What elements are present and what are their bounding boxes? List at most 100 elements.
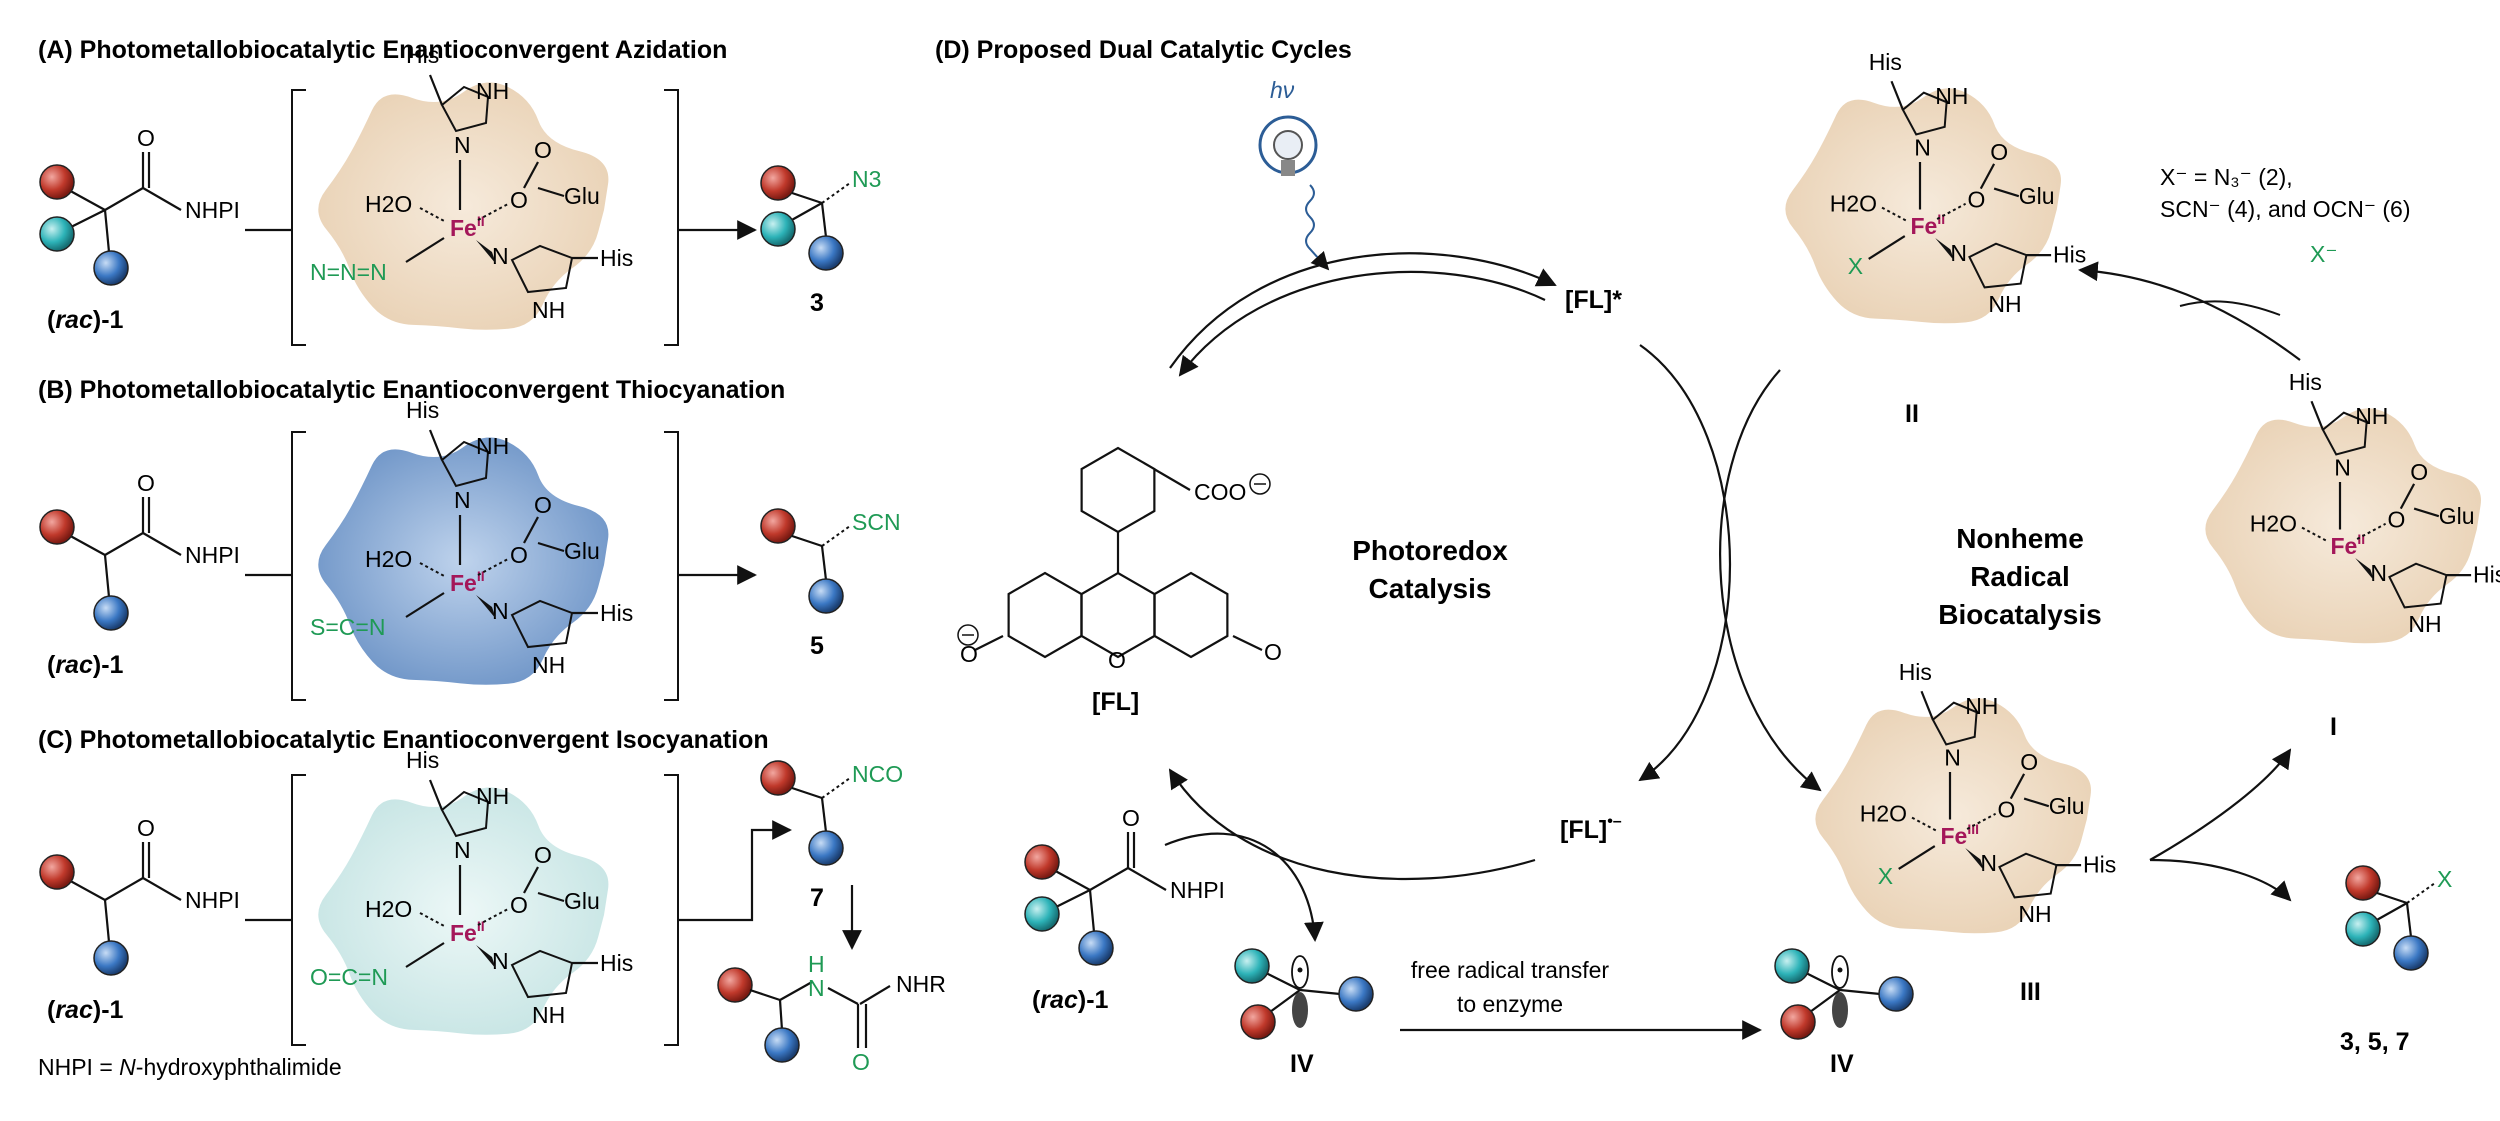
enzyme-a-n-top: N: [454, 132, 471, 158]
enzyme-b-imidazole-top: [440, 440, 490, 488]
substrate-to-radical-arrow: [1164, 832, 1324, 942]
substrate-b-label-rac: rac: [55, 651, 93, 679]
product-b-blue-ball: [808, 578, 844, 614]
substrate-d-label-prefix: (: [1032, 986, 1041, 1014]
footnote-prefix: NHPI =: [38, 1054, 119, 1080]
substrate-a-teal-ball: [39, 216, 75, 252]
urea-n-1: N: [808, 975, 825, 1001]
urea-bond-4: [827, 987, 859, 1005]
substrate-a-red-ball: [39, 164, 75, 200]
enzyme-c-his-top-bond: [428, 779, 444, 811]
enzyme-b-his-top: His: [406, 397, 439, 423]
iii-to-i-arrow: [2149, 748, 2292, 861]
enzyme-c-imidazole-bottom: [510, 949, 574, 999]
enzyme-ii-glu-chain: [1993, 187, 2020, 198]
enzyme-c-imidazole-top: [440, 790, 490, 838]
enzyme-b-his-bottom: His: [600, 600, 633, 626]
radical-cycle-label-3: Biocatalysis: [1938, 599, 2101, 630]
substrate-d-label-rac: rac: [1040, 986, 1078, 1014]
enzyme-iii-h2o: H2O: [1860, 800, 1907, 826]
substrate-c-bond-4: [103, 899, 111, 943]
substrate-c-blue-ball: [93, 940, 129, 976]
footnote-italic: N: [119, 1054, 136, 1080]
radical-free-bond-2: [1299, 988, 1341, 996]
phenolate-bond: [974, 635, 1004, 651]
enzyme-b-nh-top: NH: [476, 433, 509, 459]
enzyme-ii-fe-symbol: Fe: [1911, 213, 1938, 239]
fl-label: [FL]: [1092, 688, 1139, 716]
urea-blue-ball: [764, 1027, 800, 1063]
enzyme-i-glu-o: O: [2388, 507, 2406, 533]
enzyme-c-protein-surface: [318, 787, 609, 1035]
panel-d-title: (D) Proposed Dual Catalytic Cycles: [935, 36, 1352, 64]
substrate-b-bond-4: [103, 554, 111, 598]
product-final-blue-ball: [2393, 935, 2429, 971]
substrate-a-label-prefix: (: [47, 306, 56, 334]
enzyme-c-his-top: His: [406, 747, 439, 773]
enzyme-a-glu-o2: O: [534, 137, 552, 163]
x-definition-1: X⁻ = N₃⁻ (2),: [2160, 164, 2293, 190]
substrate-b-bond-2: [104, 532, 144, 556]
enzyme-b-h2o: H2O: [365, 546, 412, 572]
enzyme-a-ligand: N=N=N: [310, 259, 387, 285]
species-ii-label: II: [1905, 400, 1919, 428]
enzyme-b-wedge-bond: [476, 595, 496, 619]
enzyme-c-his-bottom: His: [600, 950, 633, 976]
enzyme-c-fe-symbol: Fe: [450, 920, 477, 946]
substrate-c-bond-3: [142, 877, 182, 901]
enzyme-i-his-top: His: [2289, 369, 2322, 395]
urea-nhr: NHR: [896, 971, 946, 997]
enzyme-i-glu-chain: [2413, 507, 2440, 518]
enzyme-ii-his-top-bond: [1890, 80, 1904, 111]
enzyme-c-h2o-bond: [419, 912, 447, 928]
radical-free-p-orbital-top: [1291, 955, 1309, 989]
enzyme-b-glu: Glu: [564, 538, 600, 564]
radical-cycle-label-2: Radical: [1970, 561, 2070, 592]
enzyme-b-fe-oxidation: II: [477, 568, 485, 584]
enzyme-c-h2o: H2O: [365, 896, 412, 922]
anion-incoming: [2179, 300, 2281, 316]
substrate-a-oxygen: O: [137, 125, 155, 151]
panel-c-bracket-right: [664, 774, 679, 1046]
radical-bound-bond-2: [1839, 988, 1881, 996]
fl-excited-to-reduced-arrow: [1638, 344, 1732, 782]
enzyme-b-ligand: S=C=N: [310, 614, 385, 640]
enzyme-iii-x-bond: [1898, 845, 1936, 870]
enzyme-c-glu-chain: [537, 891, 565, 903]
enzyme-iii-imidazole-top: [1931, 701, 1978, 746]
radical-bound-red-ball: [1780, 1004, 1816, 1040]
radical-free-p-orbital-bottom: [1292, 992, 1308, 1028]
enzyme-c-n-top: N: [454, 837, 471, 863]
enzyme-iii-imidazole-bottom: [1998, 852, 2058, 899]
light-squiggle: [1305, 184, 1330, 271]
transfer-label-2: to enzyme: [1457, 991, 1563, 1017]
i-to-ii-arrow: [2078, 261, 2301, 361]
enzyme-iii-fe-oxidation: III: [1967, 821, 1979, 837]
product-b-group: SCN: [852, 509, 901, 535]
enzyme-ii-wedge-bond: [1935, 238, 1955, 261]
panel-a-title: (A) Photometallobiocatalytic Enantioconv…: [38, 36, 727, 64]
enzyme-iii-nh-bottom: NH: [2018, 901, 2051, 927]
enzyme-b-protein-surface: [318, 437, 609, 685]
enzyme-c-n-bottom: N: [492, 948, 509, 974]
substrate-b-red-ball: [39, 509, 75, 545]
radical-bound-bond-1: [1803, 971, 1841, 991]
substrate-a-bond-3: [142, 187, 182, 211]
substrate-a-label-suffix: )-1: [93, 306, 124, 334]
enzyme-a-nh-bottom: NH: [532, 297, 565, 323]
coo-bond: [1153, 468, 1191, 491]
enzyme-iii-wedge-bond: [1965, 848, 1985, 871]
enzyme-i-glu: Glu: [2439, 503, 2475, 529]
nhpi-footnote: NHPI = N-hydroxyphthalimide: [38, 1054, 342, 1080]
fl-reduced-label: [FL]•–: [1560, 813, 1622, 844]
substrate-b-blue-ball: [93, 595, 129, 631]
enzyme-c-ligand-bond: [405, 942, 445, 968]
enzyme-iii-glu-o2: O: [2020, 749, 2038, 775]
fl-relaxation-arrow: [1178, 270, 1546, 377]
enzyme-a-nh-top: NH: [476, 78, 509, 104]
urea-red-ball: [717, 967, 753, 1003]
product-final-teal-ball: [2345, 911, 2381, 947]
carbonyl-o: O: [1264, 639, 1282, 665]
enzyme-b-glu-co: [523, 516, 539, 544]
enzyme-b-h2o-bond: [419, 562, 447, 578]
